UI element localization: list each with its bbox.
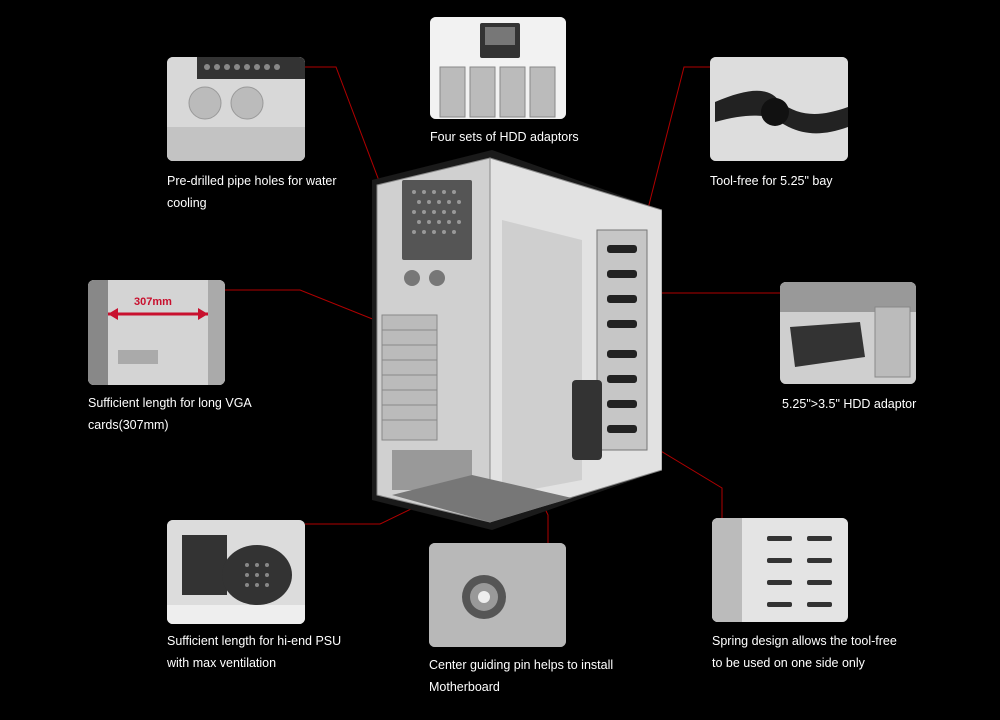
caption-psu: Sufficient length for hi-end PSU with ma… bbox=[167, 634, 342, 670]
spring-illustration bbox=[712, 518, 848, 622]
caption-hdd-525-35: 5.25">3.5" HDD adaptor bbox=[782, 397, 917, 411]
guide-pin-illustration bbox=[429, 543, 566, 647]
caption-spring: Spring design allows the tool-free to be… bbox=[712, 634, 897, 670]
pipe-holes-photo bbox=[167, 57, 305, 161]
pc-case-image bbox=[372, 150, 662, 530]
guide-pin-photo bbox=[429, 543, 566, 647]
vga-length-illustration bbox=[88, 280, 225, 385]
hdd-adaptors-photo bbox=[430, 17, 566, 119]
caption-hdd-adaptors: Four sets of HDD adaptors bbox=[430, 130, 579, 144]
caption-vga-length: Sufficient length for long VGA cards(307… bbox=[88, 396, 252, 432]
caption-pipe-holes: Pre-drilled pipe holes for water cooling bbox=[167, 174, 337, 210]
caption-guide-pin: Center guiding pin helps to install Moth… bbox=[429, 658, 614, 694]
psu-illustration bbox=[167, 520, 305, 624]
caption-tool-free-bay: Tool-free for 5.25" bay bbox=[710, 174, 833, 188]
psu-photo bbox=[167, 520, 305, 624]
hdd-adaptors-illustration bbox=[430, 17, 566, 119]
vga-measure-label: 307mm bbox=[134, 296, 172, 308]
hdd-525-35-illustration bbox=[780, 282, 916, 384]
hdd-525-35-photo bbox=[780, 282, 916, 384]
pipe-holes-illustration bbox=[167, 57, 305, 161]
vga-length-photo: 307mm bbox=[88, 280, 225, 385]
tool-free-bay-photo bbox=[710, 57, 848, 161]
spring-photo bbox=[712, 518, 848, 622]
tool-free-bay-illustration bbox=[710, 57, 848, 161]
